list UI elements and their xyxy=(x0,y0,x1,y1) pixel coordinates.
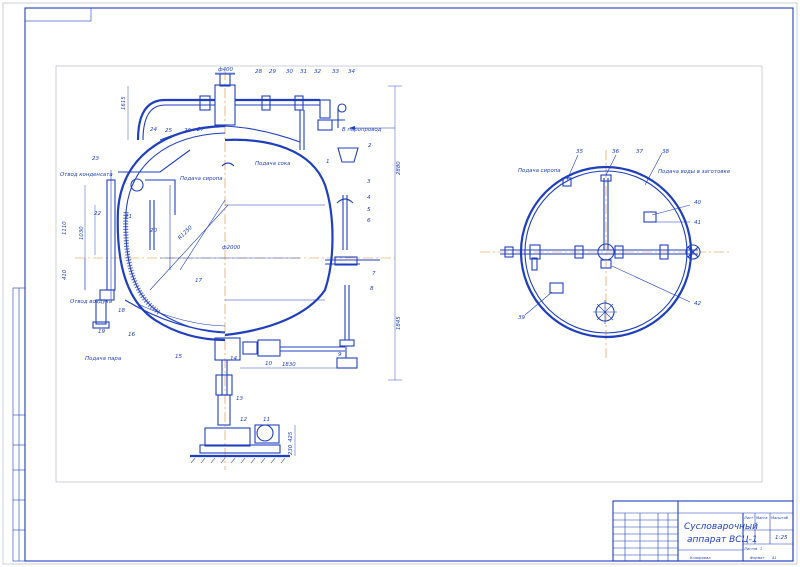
callout-19: 19 xyxy=(98,329,106,335)
callout-13: 13 xyxy=(236,396,244,402)
label-condensate-out: Отвод конденсата xyxy=(60,172,113,178)
dim-h-1110: 1110 xyxy=(62,221,68,235)
callout-28: 28 xyxy=(255,69,263,75)
callout-17: 17 xyxy=(195,278,203,284)
plan-shell-inner xyxy=(524,170,688,334)
callout-11: 11 xyxy=(263,417,270,423)
callout-4: 4 xyxy=(367,195,371,201)
scale-value: 1:25 xyxy=(775,535,788,541)
callout-9: 9 xyxy=(338,352,342,358)
dim-h-230: 230 xyxy=(288,444,294,455)
callout-40: 40 xyxy=(694,200,702,206)
callout-20: 20 xyxy=(150,228,158,234)
callout-5: 5 xyxy=(367,207,371,213)
format-value: А1 xyxy=(771,556,777,560)
callout-10: 10 xyxy=(265,361,273,367)
label-steam-in: Подача пара xyxy=(85,356,121,362)
dim-d-vessel: ф2000 xyxy=(222,245,241,251)
dim-h-1030: 1030 xyxy=(79,226,85,240)
vessel-shell xyxy=(224,138,334,337)
dim-h-2880: 2880 xyxy=(396,161,402,175)
format-label: Формат xyxy=(750,556,765,560)
callout-23: 23 xyxy=(92,156,100,162)
plan-shell-outer xyxy=(519,165,693,339)
callout-7: 7 xyxy=(372,271,376,277)
annotation-texts: В паропровод Отвод конденсата Отвод возд… xyxy=(60,127,731,362)
sheets-label: Листов xyxy=(743,547,757,551)
copy-label: Копировал xyxy=(690,556,711,560)
dim-h-1845: 1845 xyxy=(396,316,402,330)
title-block-texts: Сусловарочный аппарат ВСЦ-1 Лист Масса М… xyxy=(684,516,789,560)
callout-6: 6 xyxy=(367,218,371,224)
callout-24: 24 xyxy=(150,127,158,133)
callout-14: 14 xyxy=(230,356,238,362)
pump-body xyxy=(204,427,251,447)
callout-36: 36 xyxy=(612,149,620,155)
callout-41: 41 xyxy=(694,220,701,226)
label-water-in-plan: Подача воды в заготовке xyxy=(658,169,731,175)
callout-numbers: 1 2 3 4 5 6 7 8 9 10 11 12 13 14 15 16 1… xyxy=(92,69,702,423)
dim-radius: R1250 xyxy=(177,224,194,241)
plan-view xyxy=(480,150,730,360)
callout-3: 3 xyxy=(367,179,371,185)
callout-1: 1 xyxy=(326,159,330,165)
callout-42: 42 xyxy=(694,301,702,307)
callout-16: 16 xyxy=(128,332,136,338)
callout-32: 32 xyxy=(314,69,322,75)
label-juice-in: Подача сока xyxy=(255,161,290,167)
vessel-jacket xyxy=(116,124,226,342)
dim-w-1830: 1830 xyxy=(282,362,296,368)
callout-30: 30 xyxy=(286,69,294,75)
callout-21: 21 xyxy=(125,214,132,220)
callout-26: 26 xyxy=(184,128,192,134)
callout-37: 37 xyxy=(636,149,644,155)
dim-h-410: 410 xyxy=(62,269,68,280)
callout-8: 8 xyxy=(370,286,374,292)
callout-35: 35 xyxy=(576,149,584,155)
label-syrup-in-plan: Подача сиропа xyxy=(518,168,561,174)
dim-h-1615: 1615 xyxy=(121,96,127,110)
label-syrup-in: Подача сиропа xyxy=(180,176,223,182)
dim-h-425: 425 xyxy=(288,431,294,442)
label-air-out: Отвод воздуха xyxy=(70,299,112,305)
callout-22: 22 xyxy=(94,211,102,217)
drawing-title-line2: аппарат ВСЦ-1 xyxy=(687,535,758,545)
mass-label: Масса xyxy=(756,516,767,520)
callout-18: 18 xyxy=(118,308,126,314)
callout-15: 15 xyxy=(175,354,183,360)
callout-27: 27 xyxy=(197,127,205,133)
sheet-label: Лист xyxy=(743,516,754,520)
callout-39: 39 xyxy=(518,315,526,321)
callout-38: 38 xyxy=(662,149,670,155)
front-view xyxy=(75,70,402,470)
callout-34: 34 xyxy=(348,69,356,75)
dim-d-top: ф400 xyxy=(218,67,233,73)
drawing-title-line1: Сусловарочный xyxy=(684,522,758,532)
callout-31: 31 xyxy=(300,69,307,75)
callout-29: 29 xyxy=(269,69,277,75)
callout-25: 25 xyxy=(165,128,173,134)
title-block xyxy=(612,500,794,562)
sheet-number: 1 xyxy=(760,547,762,551)
scale-label: Масштаб xyxy=(771,516,789,520)
callout-33: 33 xyxy=(332,69,340,75)
callout-2: 2 xyxy=(368,143,372,149)
label-steam-out: В паропровод xyxy=(342,127,382,133)
callout-12: 12 xyxy=(240,417,248,423)
